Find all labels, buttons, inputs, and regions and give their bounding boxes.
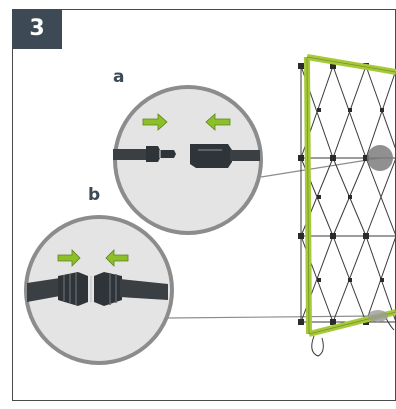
push-right-arrow-icon bbox=[57, 249, 81, 267]
popup-frame bbox=[300, 65, 396, 323]
push-left-arrow-icon bbox=[105, 249, 129, 267]
highlight-dot-a bbox=[367, 145, 393, 171]
callout-label-a: a bbox=[113, 67, 125, 87]
leader-line-a bbox=[260, 157, 381, 178]
highlight-dot-b bbox=[368, 310, 388, 322]
zoom-circle-b bbox=[24, 215, 174, 365]
push-right-arrow-icon bbox=[142, 113, 168, 131]
callout-label-b: b bbox=[88, 185, 101, 205]
zoom-circle-a bbox=[113, 85, 263, 235]
leader-line-b bbox=[167, 315, 377, 319]
step-number-badge: 3 bbox=[12, 9, 62, 49]
push-left-arrow-icon bbox=[205, 113, 231, 131]
